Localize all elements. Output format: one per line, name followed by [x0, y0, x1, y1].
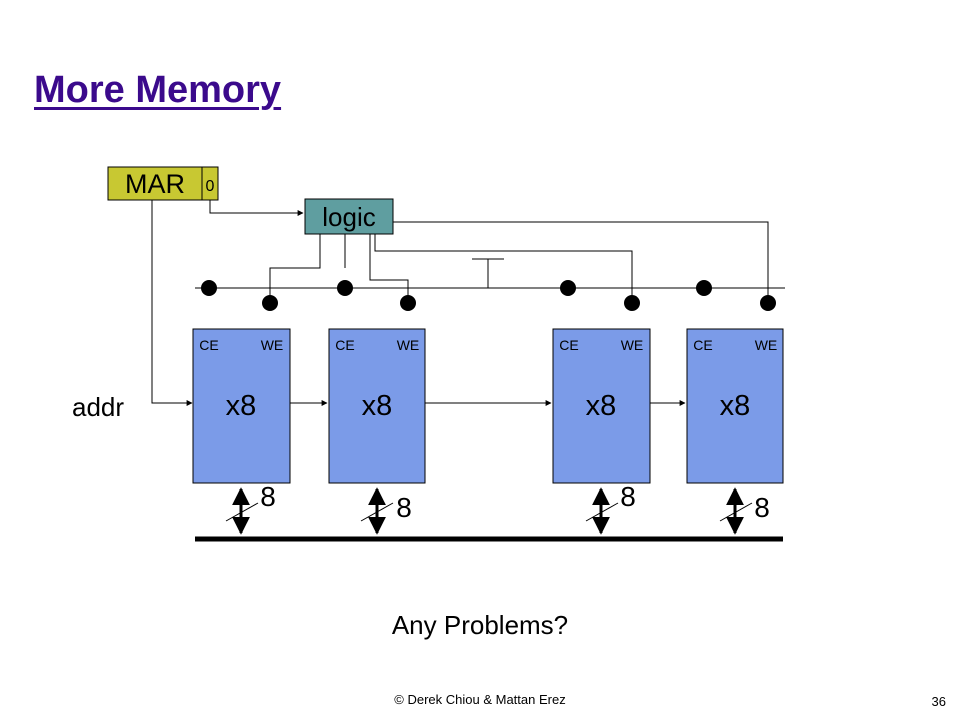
chip-label: x8	[720, 390, 751, 422]
addr-label: addr	[72, 392, 124, 422]
ce-label: CE	[335, 337, 354, 353]
data-connection: 8	[585, 481, 636, 535]
subtitle: Any Problems?	[391, 610, 569, 640]
data-connection: 8	[360, 487, 412, 535]
ce-label: CE	[693, 337, 712, 353]
we-label: WE	[621, 337, 644, 353]
mar-box	[107, 166, 203, 201]
ce-label: CE	[199, 337, 218, 353]
chip-label: x8	[226, 390, 257, 422]
mar-to-logic-wire	[209, 200, 304, 216]
mar-bit-label: 0	[206, 178, 215, 195]
memory-chip: CE WE x8	[552, 328, 651, 484]
control-dots	[201, 280, 776, 311]
bus-width-label: 8	[260, 481, 276, 512]
ce-dot	[696, 280, 712, 296]
data-connection: 8	[719, 487, 770, 535]
footer-copyright: © Derek Chiou & Mattan Erez	[394, 692, 566, 707]
logic-box	[304, 198, 394, 235]
logic-block: logic	[304, 198, 394, 235]
we-wire-2	[369, 234, 409, 303]
we-wire-3	[374, 234, 633, 303]
we-dot	[400, 295, 416, 311]
mar-register: MAR 0	[107, 166, 219, 201]
we-dot	[760, 295, 776, 311]
ce-dot	[560, 280, 576, 296]
chip-label: x8	[586, 390, 617, 422]
data-connection: 8	[225, 481, 276, 535]
slide-title: More Memory	[34, 69, 282, 111]
bus-width-label: 8	[620, 481, 636, 512]
ce-label: CE	[559, 337, 578, 353]
bus-width-label: 8	[396, 492, 412, 523]
we-label: WE	[755, 337, 778, 353]
ce-dot	[201, 280, 217, 296]
we-dot	[624, 295, 640, 311]
we-dot	[262, 295, 278, 311]
addr-wire	[151, 200, 193, 406]
mar-label: MAR	[125, 169, 185, 199]
ce-dot	[337, 280, 353, 296]
memory-chip: CE WE x8	[686, 328, 784, 484]
logic-label: logic	[322, 202, 375, 232]
we-label: WE	[261, 337, 284, 353]
we-label: WE	[397, 337, 420, 353]
memory-chip: CE WE x8	[328, 328, 426, 484]
page-number: 36	[931, 694, 946, 709]
we-wire-4	[393, 221, 769, 303]
chip-label: x8	[362, 390, 393, 422]
bus-width-label: 8	[754, 492, 770, 523]
we-wire-1	[269, 234, 321, 303]
memory-chip: CE WE x8	[192, 328, 291, 484]
